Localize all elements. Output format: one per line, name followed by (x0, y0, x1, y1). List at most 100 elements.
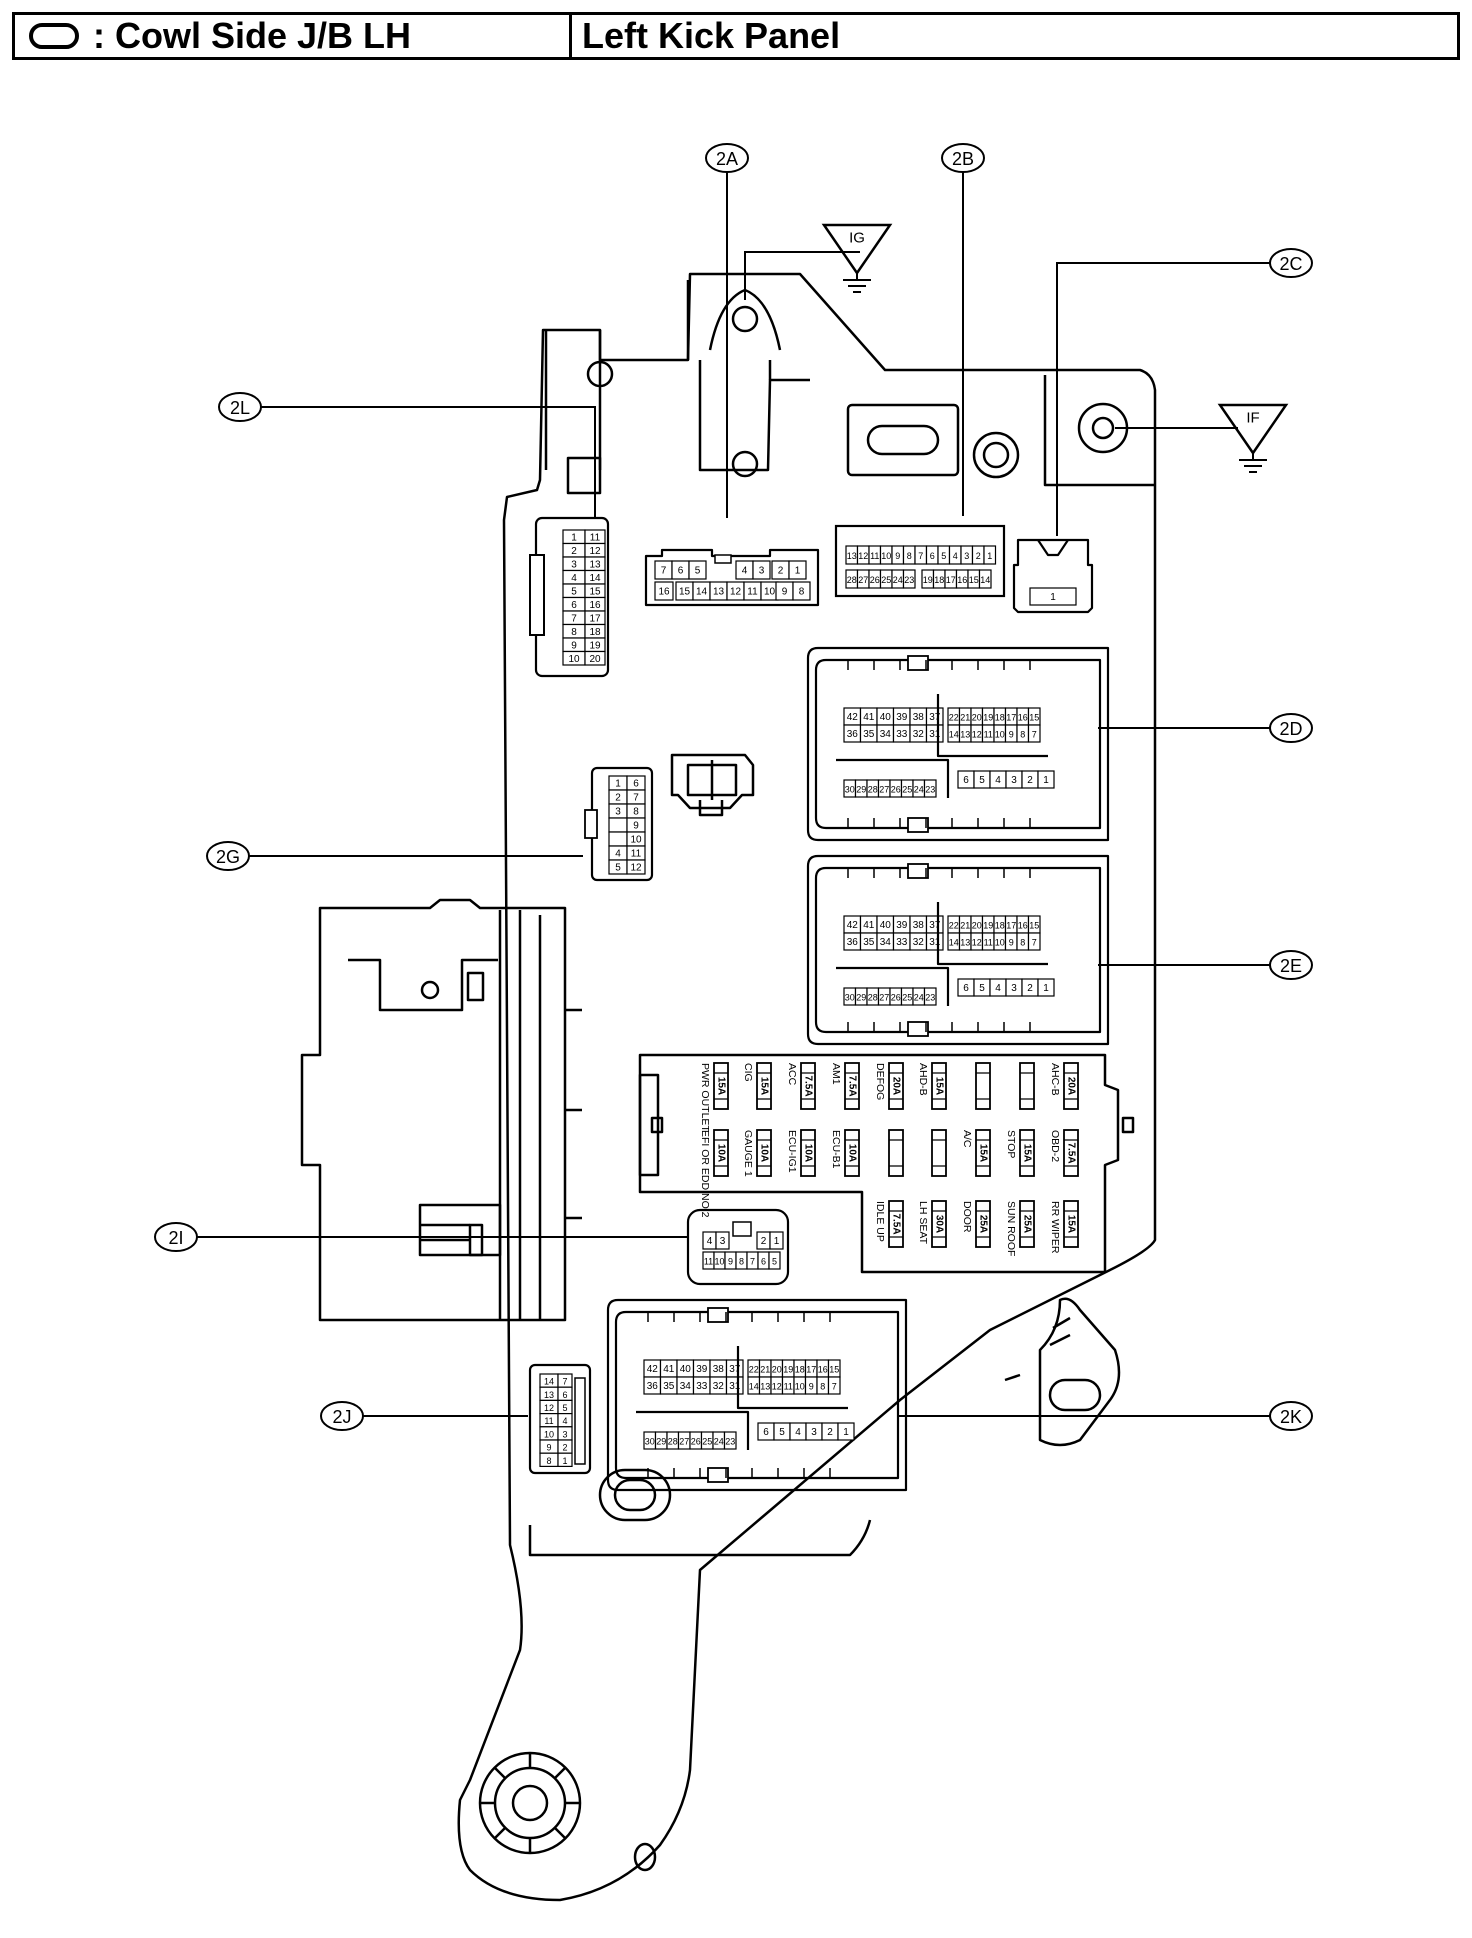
connector-latch (574, 1377, 586, 1465)
pin-number: 13 (589, 559, 601, 570)
pin-number: 1 (615, 779, 621, 790)
pin-number: 3 (720, 1236, 726, 1247)
pin-number: 19 (589, 640, 601, 651)
pin-number: 25 (902, 785, 912, 795)
pin-number: 14 (949, 730, 959, 740)
pin-number: 10 (881, 551, 891, 561)
pin-cell (827, 1376, 841, 1395)
fuse-terminal (932, 1210, 946, 1238)
pin-number: 16 (818, 1365, 828, 1375)
pin-number: 20 (972, 713, 982, 723)
pin-number: 4 (995, 775, 1001, 786)
callout-label: 2K (1280, 1407, 1302, 1427)
pin-number: 21 (960, 713, 970, 723)
fuse-body (888, 1129, 904, 1177)
pin-number: 9 (782, 587, 788, 598)
fuse-name: OBD-2 (1049, 1130, 1061, 1162)
connector-housing (606, 1298, 908, 1492)
connector-key (907, 1021, 929, 1037)
pin-cell (557, 1452, 573, 1467)
pin-number: 11 (984, 938, 993, 948)
pin-number: 23 (904, 575, 914, 585)
fuse-terminal (714, 1072, 728, 1100)
callout-label: 2D (1279, 719, 1302, 739)
pin-number: 1 (774, 1236, 780, 1247)
fuse-body (1019, 1200, 1035, 1248)
fuse-rating: 25A (978, 1215, 989, 1233)
pin-number: 16 (1018, 921, 1028, 931)
callout-label: 2A (716, 149, 738, 169)
callout-oval (1269, 248, 1313, 278)
pin-number: 31 (929, 729, 941, 740)
pin-number: 1 (795, 566, 801, 577)
pin-number: 12 (630, 863, 642, 874)
pin-number: 8 (1020, 730, 1025, 740)
pin-number: 9 (633, 821, 639, 832)
pin-number: 18 (995, 713, 1005, 723)
fuse-terminal (1020, 1210, 1034, 1238)
pin-number: 10 (995, 938, 1005, 948)
fuse-terminal (757, 1139, 771, 1167)
pin-number: 9 (728, 1257, 733, 1267)
pin-number: 28 (868, 993, 878, 1003)
fuse-rating: 15A (716, 1077, 727, 1095)
pin-cell (752, 560, 771, 580)
fuse-terminal (801, 1072, 815, 1100)
fuse-body (800, 1062, 816, 1110)
pin-number: 6 (963, 983, 969, 994)
pin-number: 4 (953, 551, 958, 561)
pin-number: 5 (779, 1427, 785, 1438)
connector-rib (636, 1410, 750, 1450)
ground-label: IG (849, 230, 865, 247)
pin-number: 32 (913, 937, 925, 948)
fuse-name: IDLE UP (874, 1201, 886, 1242)
pin-number: 30 (845, 993, 855, 1003)
pin-number: 12 (589, 546, 601, 557)
fuse-rating: 7.5A (847, 1075, 858, 1096)
fuse-rating: 10A (803, 1144, 814, 1162)
callout-2k: 2K (1269, 1401, 1313, 1431)
pin-number: 2 (1027, 983, 1033, 994)
pin-number: 34 (880, 937, 892, 948)
pin-number: 13 (960, 938, 970, 948)
pin-number: 12 (730, 587, 742, 598)
pin-number: 9 (1009, 938, 1014, 948)
connector-key (707, 1307, 729, 1323)
ground-symbol-icon (843, 273, 871, 293)
fuse-terminal (932, 1139, 946, 1167)
pin-number: 24 (914, 993, 924, 1003)
callout-oval (218, 392, 262, 422)
fuse-rating: 7.5A (1066, 1142, 1077, 1163)
fuse-empty-4-1 (888, 1129, 904, 1177)
callout-oval (206, 841, 250, 871)
pin-number: 12 (544, 1403, 554, 1413)
pin-number: 28 (847, 575, 857, 585)
pin-number: 26 (891, 785, 901, 795)
pin-number: 39 (896, 920, 908, 931)
fuse-body (713, 1062, 729, 1110)
pin-number: 6 (761, 1257, 766, 1267)
pin-number: 12 (972, 730, 982, 740)
pin-number: 16 (589, 600, 601, 611)
location-text: Left Kick Panel (582, 15, 841, 56)
pin-number: 28 (868, 785, 878, 795)
pin-number: 23 (725, 1437, 735, 1447)
callout-2c: 2C (1269, 248, 1313, 278)
pin-number: 13 (760, 1382, 770, 1392)
fuse-body (800, 1129, 816, 1177)
pin-number: 17 (1006, 921, 1016, 931)
pin-number: 11 (544, 1416, 553, 1426)
pin-number: 16 (1018, 713, 1028, 723)
pin-number: 11 (984, 730, 993, 740)
fuse-rating: 20A (891, 1077, 902, 1095)
fuse-rating: 20A (1066, 1077, 1077, 1095)
connector-housing (806, 646, 1110, 842)
pin-number: 9 (546, 1443, 551, 1453)
fuse-body (888, 1062, 904, 1110)
pin-number: 20 (772, 1365, 782, 1375)
pin-number: 2 (1027, 775, 1033, 786)
